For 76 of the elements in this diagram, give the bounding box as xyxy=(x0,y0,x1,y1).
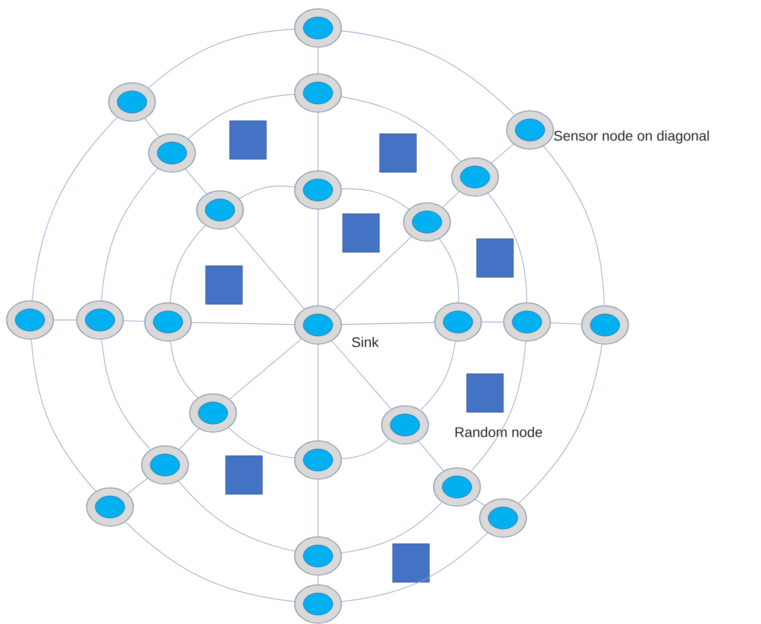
connection-line xyxy=(179,428,199,450)
connection-line xyxy=(488,193,528,303)
connection-line xyxy=(170,341,198,398)
square-node xyxy=(379,134,417,172)
sensor-node xyxy=(148,133,196,173)
connection-line xyxy=(188,94,295,140)
connection-line xyxy=(341,502,442,554)
sensor-node xyxy=(144,302,192,342)
sensor-node xyxy=(294,170,342,210)
connection-line xyxy=(101,339,151,450)
connection-line xyxy=(418,440,444,472)
sensor-node xyxy=(479,498,527,538)
square-node xyxy=(229,120,267,160)
sensor-node xyxy=(196,190,244,230)
sensor-node xyxy=(76,300,124,340)
connection-line xyxy=(228,427,295,458)
connection-line xyxy=(341,532,488,602)
connection-line xyxy=(178,480,296,552)
node-label: Sensor node on diagonal xyxy=(554,130,709,144)
connection-line xyxy=(144,118,160,137)
connection-line xyxy=(550,322,582,324)
connection-line xyxy=(420,341,456,410)
connection-line xyxy=(148,28,295,88)
sensor-node xyxy=(451,157,499,197)
square-node xyxy=(225,456,263,494)
sensor-node xyxy=(433,467,481,507)
connection-line xyxy=(233,226,305,310)
connection-line xyxy=(31,339,96,492)
sensor-node xyxy=(294,440,342,480)
connection-line xyxy=(239,186,295,199)
sensor-node xyxy=(294,8,342,48)
connection-line xyxy=(32,116,118,301)
sensor-node xyxy=(6,300,54,340)
connection-line xyxy=(332,340,392,410)
sensor-node xyxy=(294,305,342,345)
connection-line xyxy=(333,236,412,311)
sensor-node xyxy=(86,487,134,527)
sensor-node xyxy=(506,110,554,150)
connection-line xyxy=(341,30,516,116)
connection-line xyxy=(125,522,295,602)
square-node xyxy=(392,544,430,582)
connection-line xyxy=(341,96,461,162)
connection-line xyxy=(170,225,206,303)
sensor-node xyxy=(503,302,551,342)
connection-line xyxy=(185,168,207,194)
connection-line xyxy=(543,146,605,306)
connection-line xyxy=(475,499,485,506)
connection-line xyxy=(438,238,460,303)
sensor-node xyxy=(294,73,342,113)
sensor-node xyxy=(434,302,482,342)
square-node xyxy=(476,238,514,278)
connection-line xyxy=(470,341,526,472)
connection-line xyxy=(491,144,514,164)
connection-line xyxy=(341,438,389,460)
square-node xyxy=(342,214,380,252)
sensor-node xyxy=(403,202,451,242)
node-label: Random node xyxy=(456,426,542,438)
connection-line xyxy=(191,322,295,325)
square-node xyxy=(466,374,504,412)
connection-line xyxy=(341,322,435,325)
connection-line xyxy=(442,191,460,208)
connection-line xyxy=(518,344,602,504)
connection-line xyxy=(229,338,302,400)
sensor-node xyxy=(141,445,189,485)
sensor-node xyxy=(581,305,629,345)
connection-line xyxy=(123,320,145,322)
node-label: Sink xyxy=(352,336,379,348)
square-node xyxy=(205,266,243,304)
connection-line xyxy=(127,478,148,494)
sensor-node xyxy=(294,584,342,624)
sensor-node xyxy=(294,536,342,576)
connection-line xyxy=(101,168,158,301)
sensor-node xyxy=(108,82,156,122)
connection-line xyxy=(341,188,410,210)
sensor-node xyxy=(381,405,429,445)
sensor-node xyxy=(189,393,237,433)
